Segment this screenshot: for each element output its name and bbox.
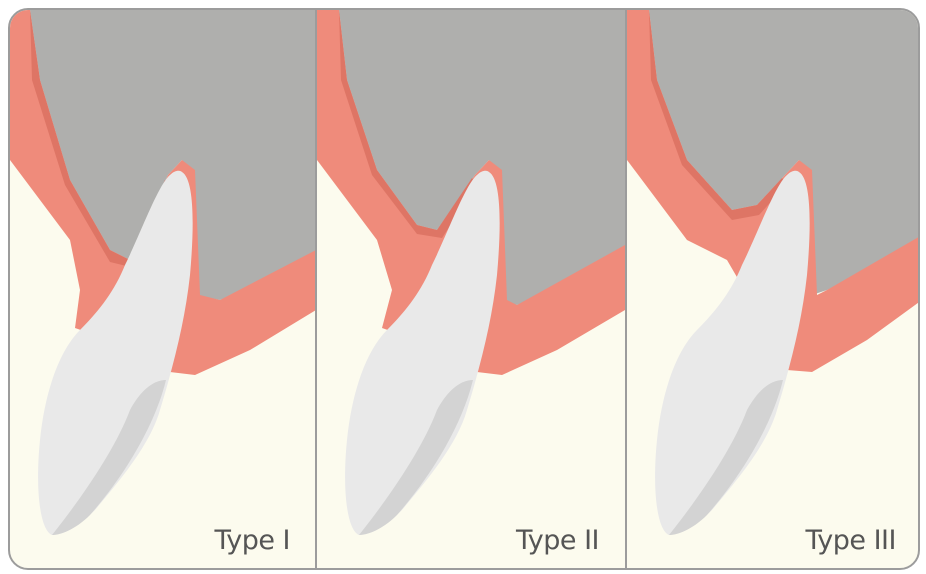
panel-label: Type II — [516, 525, 599, 556]
panel-label: Type III — [806, 525, 897, 556]
tooth-illustration-type-2 — [317, 10, 625, 568]
tooth-illustration-type-1 — [10, 10, 316, 568]
panel-type-2: Type II — [317, 10, 625, 568]
panel-type-3: Type III — [627, 10, 920, 568]
figure-frame: Type I Type II Type III — [8, 8, 920, 570]
tooth-illustration-type-3 — [627, 10, 920, 568]
panel-label: Type I — [214, 525, 290, 556]
panel-type-1: Type I — [10, 10, 316, 568]
